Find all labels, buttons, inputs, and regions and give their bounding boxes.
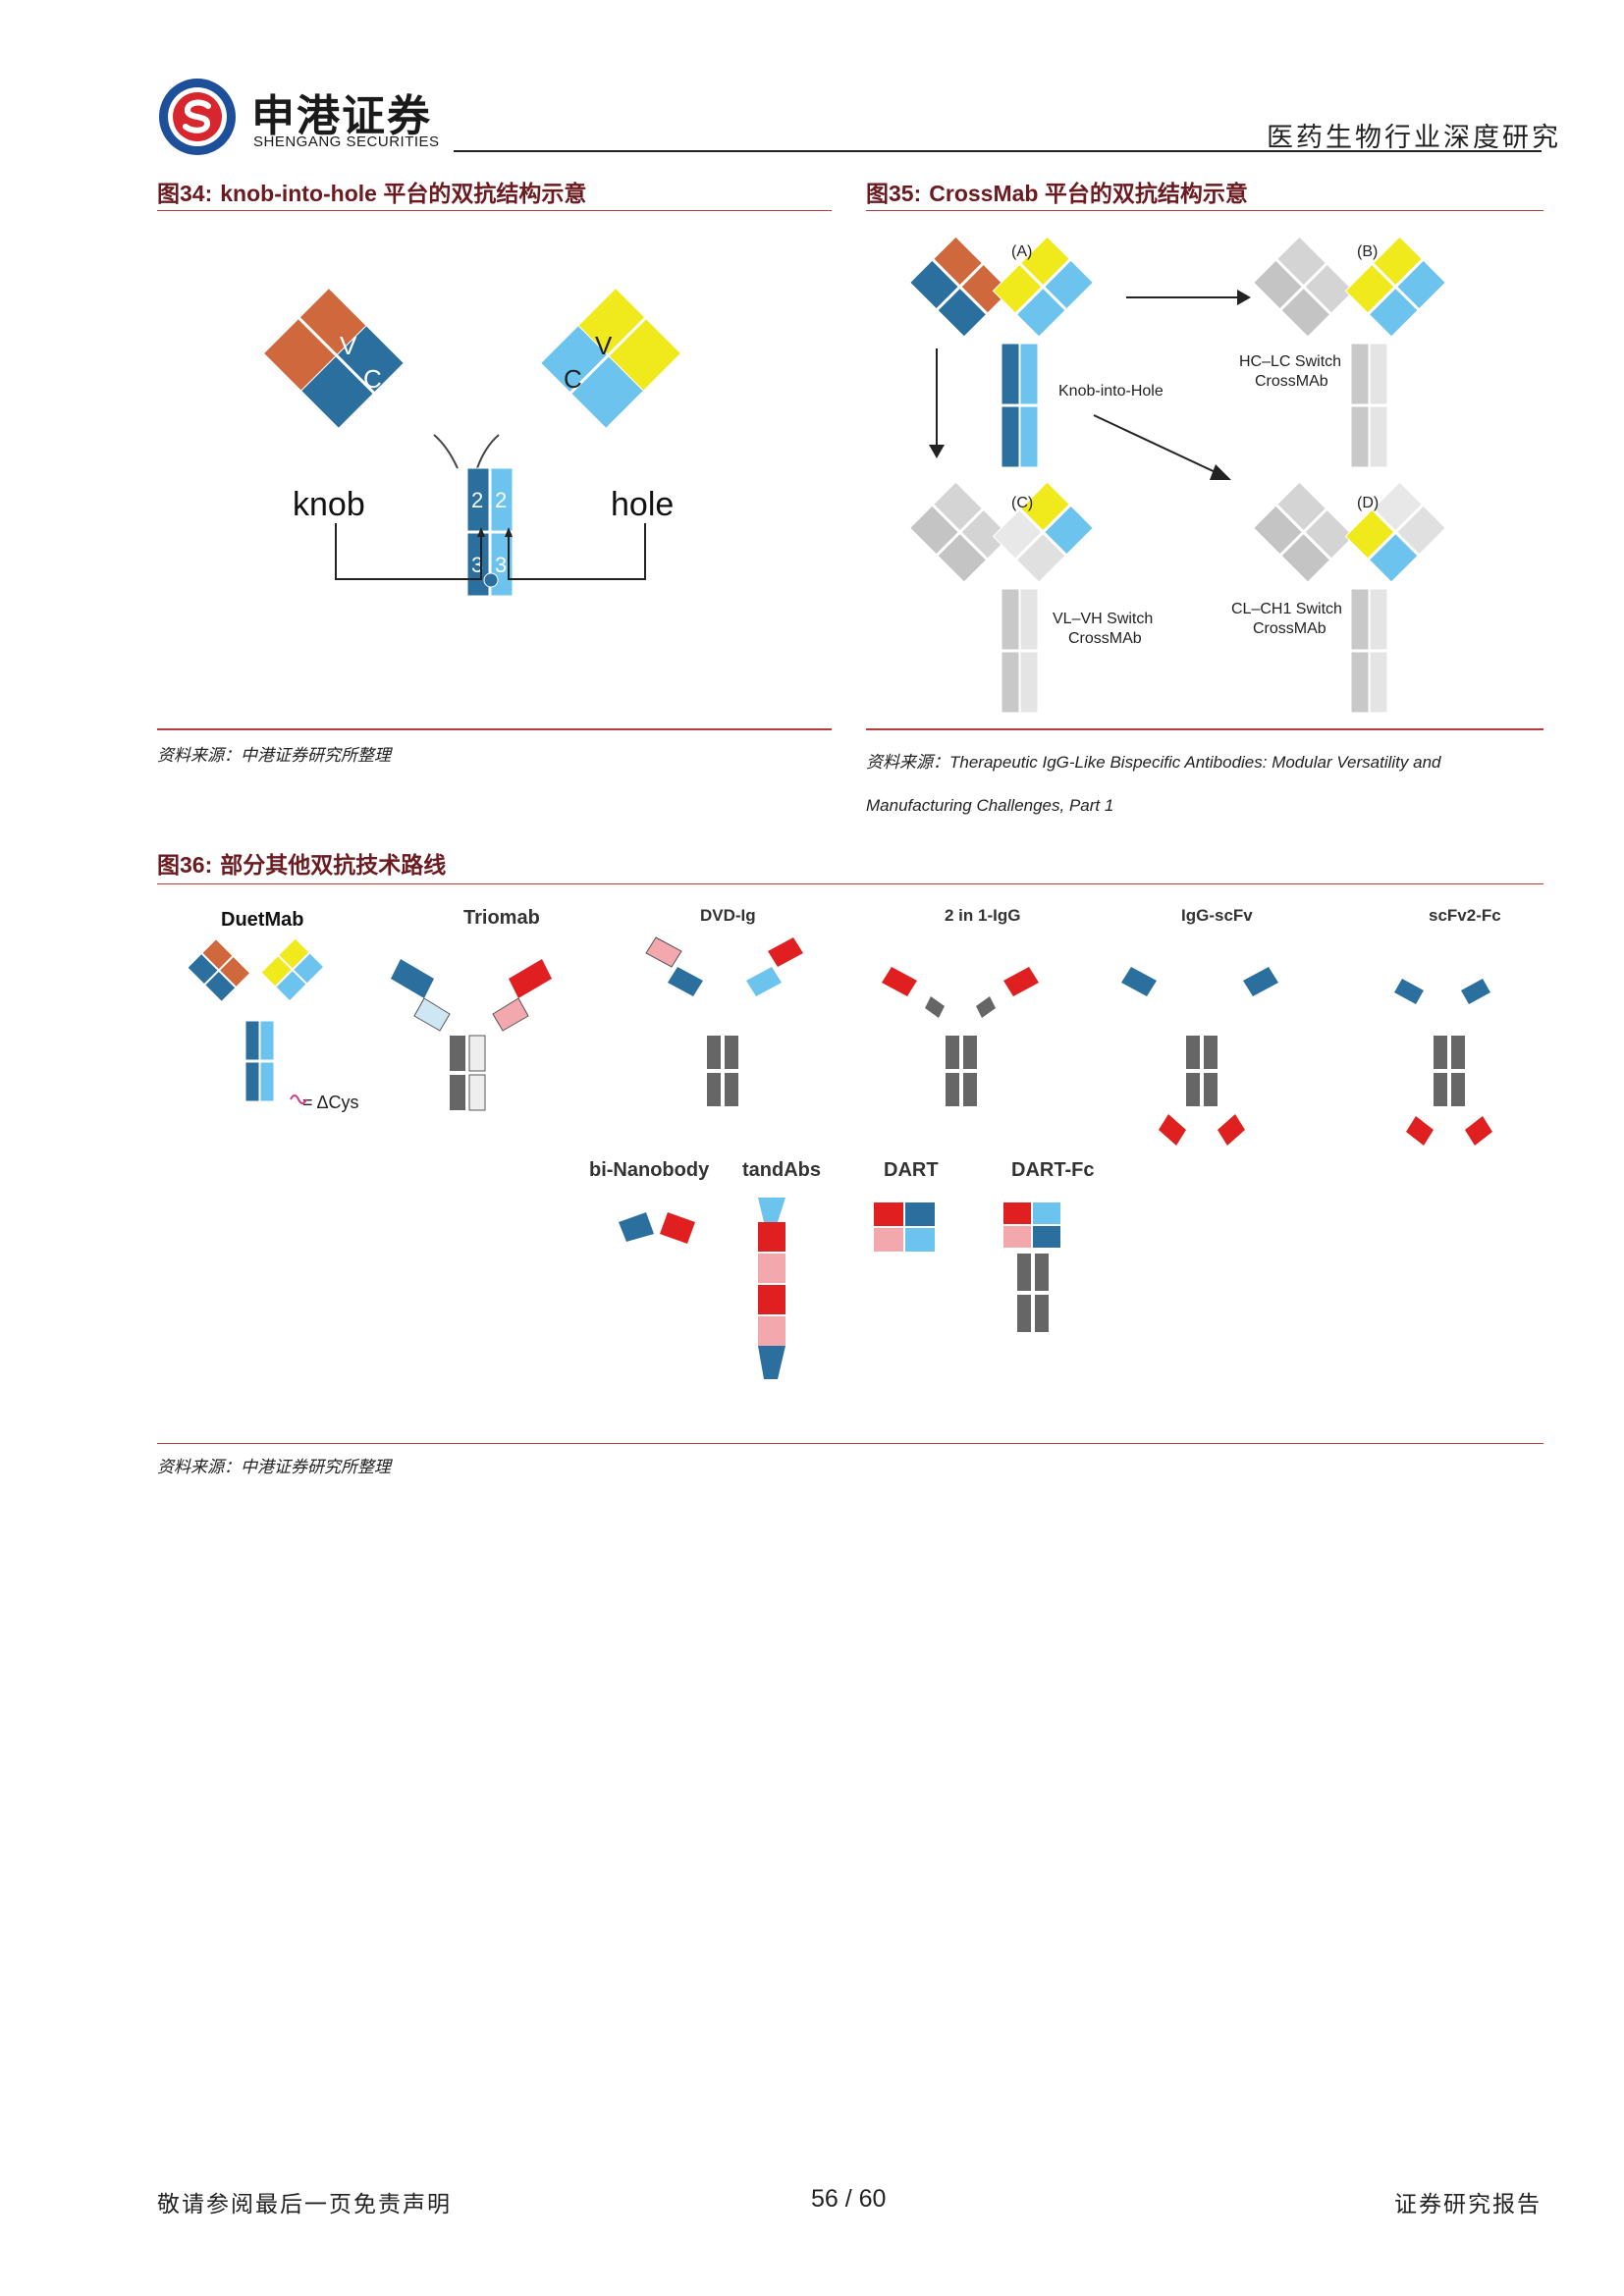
figure-35-crossmab-diagram: (A) Knob-into-Hole (B) HC–LC Switch Cros…: [909, 236, 1446, 714]
svg-text:(B): (B): [1357, 243, 1378, 260]
left-1-label: 1: [389, 320, 403, 349]
knob-label: knob: [293, 486, 365, 523]
svg-text:(C): (C): [1011, 495, 1033, 511]
right-1-label: 1: [546, 320, 560, 349]
igg-scfv-structure: [1121, 967, 1278, 1146]
figure-35-title: 图35: CrossMab 平台的双抗结构示意: [866, 181, 1248, 207]
svg-text:2: 2: [495, 488, 507, 512]
figure-36-bottom-rule: [157, 1443, 1543, 1444]
format-label-tandabs: tandAbs: [742, 1159, 821, 1181]
header-rule: [454, 150, 1542, 152]
svg-text:(D): (D): [1357, 495, 1379, 511]
svg-text:HC–LC Switch: HC–LC Switch: [1239, 353, 1341, 370]
figure-36-formats-diagram: DuetMab Triomab DVD-Ig 2 in 1-IgG IgG-sc…: [187, 906, 1501, 1379]
figure-36-title-rule: [157, 883, 1543, 884]
logo-name-cn: 申港证券: [251, 91, 432, 141]
figure-36-source: 资料来源：中港证券研究所整理: [157, 1458, 391, 1477]
fc-ch2-hole: [490, 467, 514, 532]
figure-35-title-rule: [866, 210, 1543, 211]
tandabs-structure: [758, 1198, 785, 1379]
2in1-igg-structure: [882, 967, 1039, 1106]
right-c-label: C: [564, 364, 582, 394]
fc-ch2-knob: [466, 467, 490, 532]
figure-34-title: 图34: knob-into-hole 平台的双抗结构示意: [157, 181, 587, 207]
figure-35-bottom-rule: [866, 728, 1543, 730]
svg-text:2: 2: [471, 488, 483, 512]
panel-a: (A) Knob-into-Hole: [909, 236, 1164, 468]
figure-34-source: 资料来源：中港证券研究所整理: [157, 746, 391, 766]
svg-text:(A): (A): [1011, 243, 1032, 260]
page-number: 56 / 60: [811, 2185, 887, 2213]
triomab-structure: [391, 959, 552, 1111]
report-category: 医药生物行业深度研究: [1267, 123, 1561, 153]
footer-disclaimer: 敬请参阅最后一页免责声明: [157, 2192, 452, 2217]
left-c-label: C: [363, 364, 382, 394]
format-label-scfv2-fc: scFv2-Fc: [1429, 906, 1501, 925]
format-label-triomab: Triomab: [463, 907, 540, 929]
right-v-label: V: [564, 291, 581, 320]
duetmab-structure: = ΔCys: [187, 937, 359, 1112]
logo-name-en: SHENGANG SECURITIES: [253, 133, 440, 150]
figure-34-bottom-rule: [157, 728, 832, 730]
scfv2-fc-structure: [1394, 979, 1492, 1146]
bi-nanobody-structure: [619, 1212, 695, 1244]
svg-text:3: 3: [495, 553, 507, 577]
company-logo: [157, 77, 238, 157]
left-fab-arm: [262, 287, 406, 430]
format-label-dart-fc: DART-Fc: [1011, 1159, 1094, 1181]
format-label-dart: DART: [884, 1159, 939, 1181]
format-label-2in1-igg: 2 in 1-IgG: [945, 906, 1020, 925]
logo-emblem-icon: [159, 79, 236, 155]
svg-text:CL–CH1 Switch: CL–CH1 Switch: [1231, 601, 1342, 617]
left-v-label: V: [371, 291, 389, 320]
panel-d: (D) CL–CH1 Switch CrossMAb: [1231, 481, 1446, 714]
panel-b: (B) HC–LC Switch CrossMAb: [1239, 236, 1446, 468]
format-label-bi-nanobody: bi-Nanobody: [589, 1159, 710, 1181]
footer-report-type: 证券研究报告: [1394, 2192, 1542, 2217]
dvd-ig-structure: [645, 936, 803, 1106]
format-label-duetmab: DuetMab: [221, 909, 303, 931]
format-label-igg-scfv: IgG-scFv: [1181, 906, 1253, 925]
dart-fc-structure: [1003, 1202, 1060, 1332]
format-label-dvd-ig: DVD-Ig: [700, 906, 756, 925]
delta-cys-label: = ΔCys: [302, 1093, 359, 1112]
svg-text:VL–VH Switch: VL–VH Switch: [1053, 611, 1153, 627]
svg-text:CrossMAb: CrossMAb: [1253, 620, 1326, 637]
hole-label: hole: [611, 486, 674, 523]
right-v2-label: V: [595, 331, 613, 360]
knob-into-hole-label: Knob-into-Hole: [1058, 383, 1164, 400]
figure-35-source: 资料来源：Therapeutic IgG-Like Bispecific Ant…: [866, 753, 1441, 815]
right-fab-arm: [539, 287, 682, 430]
figure-34-knob-into-hole-diagram: V 1 V C V 1 V C 2 2 3 3 knob hole: [262, 287, 682, 597]
figure-36-title: 图36: 部分其他双抗技术路线: [157, 852, 447, 879]
dart-structure: [874, 1202, 935, 1252]
left-v2-label: V: [340, 331, 357, 360]
panel-c: (C) VL–VH Switch CrossMAb: [909, 481, 1153, 714]
svg-text:CrossMAb: CrossMAb: [1255, 373, 1328, 390]
svg-text:CrossMAb: CrossMAb: [1068, 630, 1142, 647]
figure-34-title-rule: [157, 210, 832, 211]
